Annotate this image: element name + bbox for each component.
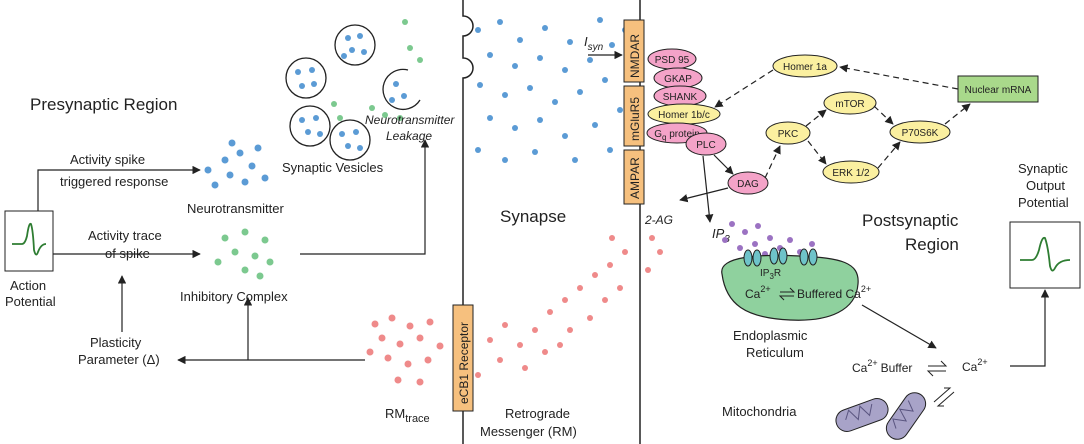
activity-trace-label-line1: Activity trace [88, 228, 162, 243]
activity-trace-label-line2: of spike [105, 246, 150, 261]
mglur5-receptor: mGluR5 [623, 85, 645, 147]
output-label-line2: Output [1026, 178, 1065, 193]
buffer-equilibrium-arrows-icon [926, 360, 948, 377]
postsynaptic-region-title-line2: Region [905, 235, 959, 254]
mitochondria [835, 392, 927, 440]
er-buffered-calcium-label: Buffered Ca2+ [797, 284, 871, 301]
svg-text:NMDAR: NMDAR [628, 34, 642, 78]
plasticity-label-line2: Parameter (Δ) [78, 352, 160, 367]
svg-text:GKAP: GKAP [664, 74, 692, 85]
mtor-protein: mTOR [823, 91, 877, 115]
ip3-dots [722, 221, 815, 257]
endoplasmic-reticulum: IP3R Ca2+ Buffered Ca2+ [721, 247, 871, 321]
neurotransmitter-label: Neurotransmitter [187, 201, 284, 216]
presynaptic-membrane [462, 0, 474, 444]
svg-text:DAG: DAG [737, 179, 759, 190]
inhibitory-complex-dots [214, 228, 274, 280]
retrograde-label-line2: Messenger (RM) [480, 424, 577, 439]
synapse-title: Synapse [500, 207, 566, 226]
ca-buffer-label: Ca2+Buffer [852, 358, 912, 375]
action-potential-waveform-icon [12, 222, 47, 256]
presynaptic-region-title: Presynaptic Region [30, 95, 177, 114]
nuclear-mrna-box: Nuclear mRNA [957, 75, 1039, 103]
nmdar-receptor: NMDAR [623, 19, 645, 83]
svg-text:PKC: PKC [778, 129, 799, 140]
ip3r-label: IP3R [760, 268, 781, 281]
er-label-line2: Reticulum [746, 345, 804, 360]
plasticity-label-line1: Plasticity [90, 335, 142, 350]
ampar-receptor: AMPAR [623, 149, 645, 205]
equilibrium-arrows-icon [778, 287, 796, 301]
homer1a-protein: Homer 1a [772, 54, 838, 78]
svg-text:PSD 95: PSD 95 [655, 55, 690, 66]
synaptic-vesicles-label: Synaptic Vesicles [282, 160, 384, 175]
p70s6k-protein: P70S6K [889, 120, 951, 144]
dag-protein: DAG [727, 171, 769, 195]
rm-trace-label: RMtrace [385, 406, 430, 425]
synaptic-vesicles [285, 19, 423, 161]
activity-spike-label-line2: triggered response [60, 174, 168, 189]
leakage-label-line2: Leakage [386, 129, 432, 143]
action-potential-label-line1: Action [10, 278, 46, 293]
svg-text:mGluR5: mGluR5 [628, 97, 642, 141]
svg-text:SHANK: SHANK [663, 92, 698, 103]
output-label-line1: Synaptic [1018, 161, 1068, 176]
isyn-label: Isyn [584, 34, 604, 53]
pkc-protein: PKC [765, 121, 811, 145]
retrograde-label-line1: Retrograde [505, 406, 570, 421]
svg-text:PLC: PLC [696, 140, 715, 151]
svg-text:Nuclear mRNA: Nuclear mRNA [965, 85, 1032, 96]
shank-protein: SHANK [653, 85, 707, 107]
action-potential-box [4, 210, 54, 272]
two-ag-label: 2-AG [644, 213, 673, 227]
leakage-label-line1: Neurotransmitter [365, 113, 455, 127]
svg-text:Gq protein: Gq protein [654, 129, 700, 142]
mitochondria-label: Mitochondria [722, 404, 797, 419]
svg-text:eCB1 Receptor: eCB1 Receptor [457, 322, 471, 404]
svg-text:P70S6K: P70S6K [902, 128, 939, 139]
neurotransmitter-dots [204, 139, 269, 189]
svg-text:Homer 1a: Homer 1a [783, 62, 827, 73]
output-label-line3: Potential [1018, 195, 1069, 210]
psd95-protein: PSD 95 [647, 48, 697, 70]
mito-equilibrium-arrows-icon [933, 387, 955, 407]
homer1bc-protein: Homer 1b/c [647, 103, 721, 125]
inhibitory-complex-label: Inhibitory Complex [180, 289, 288, 304]
ip3r-channel-icon [743, 247, 818, 267]
free-calcium-label: Ca2+ [962, 357, 988, 374]
retrograde-messenger-dots [366, 235, 663, 386]
ecb1-receptor: eCB1 Receptor [452, 304, 474, 412]
erk-protein: ERK 1/2 [822, 160, 880, 184]
mitochondrion-icon [835, 398, 889, 432]
mitochondrion-icon [885, 392, 927, 440]
ip3-label: IP3 [712, 226, 730, 245]
er-label-line1: Endoplasmic [733, 328, 808, 343]
postsynaptic-region-title-line1: Postsynaptic [862, 211, 959, 230]
svg-text:ERK 1/2: ERK 1/2 [832, 168, 870, 179]
svg-text:mTOR: mTOR [835, 99, 864, 110]
svg-text:AMPAR: AMPAR [628, 157, 642, 199]
svg-text:Homer 1b/c: Homer 1b/c [658, 110, 710, 121]
output-potential-box [1009, 221, 1081, 289]
cleft-neurotransmitter-dots [475, 17, 628, 163]
gkap-protein: GKAP [653, 67, 703, 89]
er-calcium-label: Ca2+ [745, 284, 771, 301]
plc-protein: PLC [685, 132, 727, 156]
activity-spike-label-line1: Activity spike [70, 152, 145, 167]
action-potential-label-line2: Potential [5, 294, 56, 309]
output-potential-waveform-icon [1020, 236, 1071, 272]
